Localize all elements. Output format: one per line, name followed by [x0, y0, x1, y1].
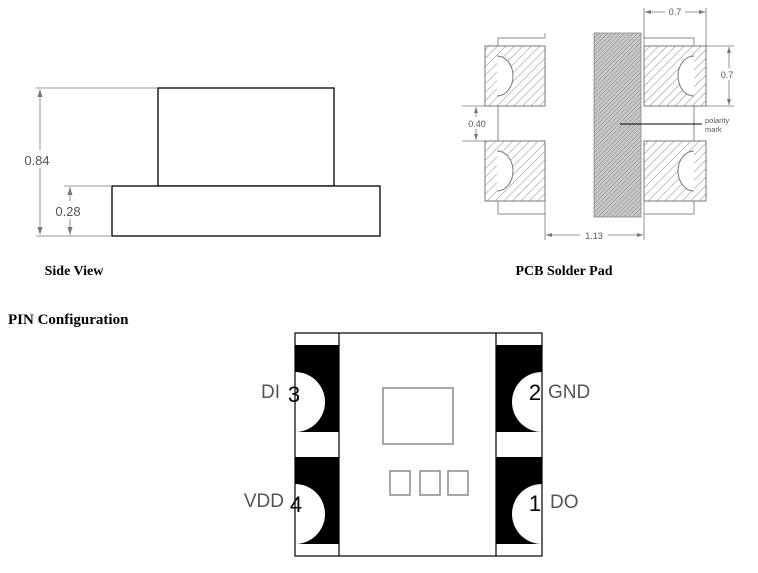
pad-notch [496, 55, 514, 97]
pad-pin-3 [295, 345, 339, 432]
solder-pad-top-right [643, 45, 707, 107]
pin-configuration-diagram: 3 4 2 1 DI VDD GND DO [244, 332, 590, 557]
pcb-solder-pad-caption: PCB Solder Pad [516, 264, 613, 279]
led-die-blue [447, 470, 469, 496]
pin-name-3: DI [261, 382, 280, 403]
pin-name-1: DO [550, 492, 579, 513]
polarity-label-line2: mark [705, 125, 722, 134]
pad-pin-4 [295, 457, 339, 544]
led-chip-die [382, 387, 454, 445]
led-die-green [419, 470, 441, 496]
polarity-mark-band [593, 32, 642, 218]
dim-total-height-label: 0.84 [24, 153, 49, 168]
pad-pin-2 [496, 345, 542, 432]
dim-pad-height-label: 0.7 [721, 70, 734, 80]
pin-name-4: VDD [244, 491, 284, 512]
dim-pad-gap-label: 0.40 [468, 119, 486, 129]
side-view-caption: Side View [45, 264, 105, 279]
arrowhead [67, 187, 73, 195]
dim-label-bg [22, 150, 52, 168]
side-view: 0.84 0.28 Side View [22, 87, 381, 279]
side-view-body-base [111, 185, 381, 237]
solder-pad-bottom-right [643, 140, 707, 202]
pad-pin-1 [496, 457, 542, 544]
pad-notch [496, 150, 514, 192]
polarity-label-line1: polarity [705, 116, 729, 125]
arrowhead [37, 227, 43, 235]
side-view-body-top [157, 87, 335, 187]
pin-configuration-title: PIN Configuration [8, 312, 129, 328]
dim-center-width-label: 1.13 [585, 231, 603, 241]
pin-number-1: 1 [529, 491, 541, 516]
arrowhead [37, 89, 43, 97]
pad-notch [677, 150, 695, 192]
pin-number-3: 3 [288, 382, 300, 407]
pin-number-2: 2 [529, 380, 541, 405]
led-die-red [389, 470, 411, 496]
solder-pad-bottom-left [484, 140, 546, 202]
pad-notch [677, 55, 695, 97]
arrowhead [67, 227, 73, 235]
dim-pad-width-label: 0.7 [669, 7, 682, 17]
dim-label-bg [52, 201, 84, 219]
pin-name-2: GND [548, 382, 590, 403]
dim-base-height-label: 0.28 [55, 204, 80, 219]
solder-pad-top-left [484, 45, 546, 107]
pin-number-4: 4 [290, 492, 302, 517]
pcb-solder-pad: 0.7 0.7 0.40 1.13 polarity mark PCB Sold… [462, 4, 737, 279]
